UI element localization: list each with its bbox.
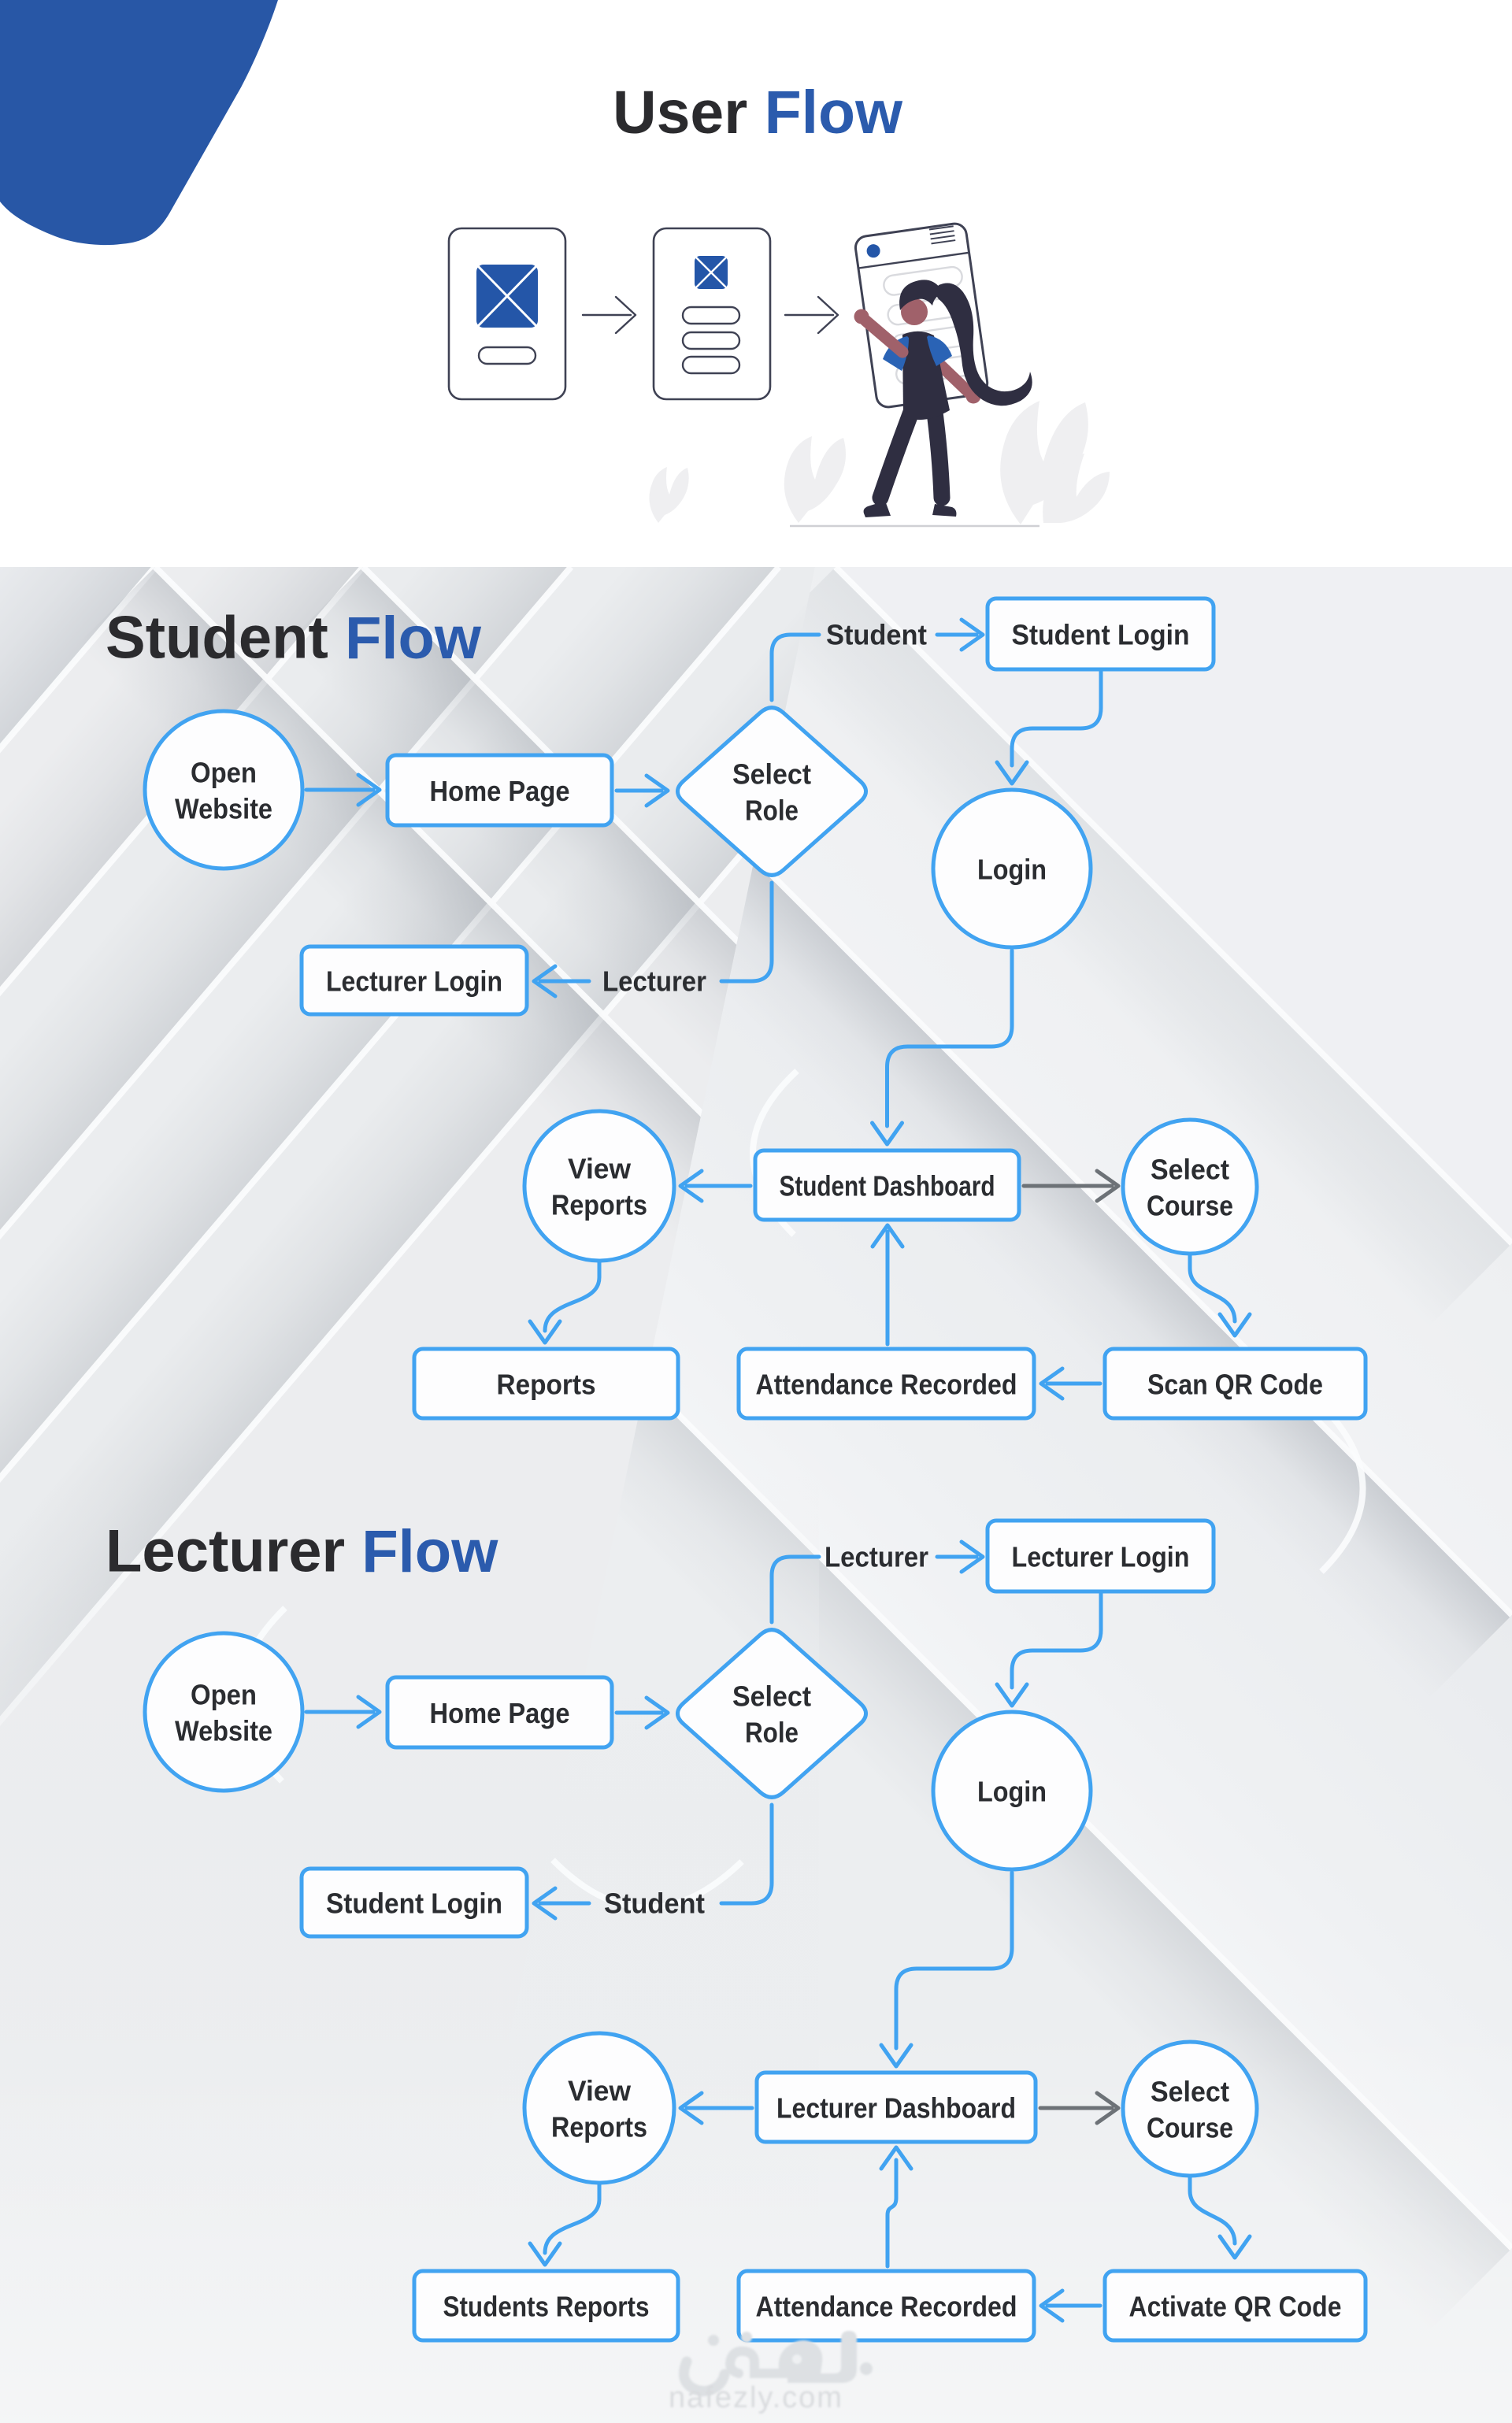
- svg-text:Select: Select: [1151, 1154, 1229, 1186]
- svg-text:Attendance Recorded: Attendance Recorded: [756, 1369, 1017, 1401]
- svg-text:Role: Role: [745, 795, 799, 827]
- svg-text:Login: Login: [977, 1776, 1047, 1808]
- svg-text:Student Login: Student Login: [326, 1888, 502, 1920]
- svg-text:Lecturer: Lecturer: [825, 1541, 928, 1573]
- svg-text:Lecturer Login: Lecturer Login: [1012, 1541, 1190, 1573]
- svg-text:Website: Website: [175, 1715, 272, 1747]
- svg-text:Select: Select: [732, 1680, 811, 1713]
- svg-text:Lecturer Flow: Lecturer Flow: [106, 1518, 498, 1585]
- svg-text:Lecturer: Lecturer: [602, 965, 706, 998]
- svg-text:Reports: Reports: [497, 1369, 596, 1401]
- svg-text:Course: Course: [1147, 2112, 1233, 2144]
- svg-text:Student Login: Student Login: [1012, 619, 1190, 651]
- svg-text:Attendance Recorded: Attendance Recorded: [756, 2291, 1017, 2323]
- svg-text:Lecturer Login: Lecturer Login: [326, 965, 502, 998]
- svg-text:Activate QR Code: Activate QR Code: [1129, 2291, 1342, 2323]
- svg-text:nafezly.com: nafezly.com: [669, 2381, 843, 2414]
- svg-text:View: View: [568, 1153, 632, 1185]
- svg-text:Open: Open: [191, 1679, 257, 1711]
- svg-text:Student Dashboard: Student Dashboard: [780, 1170, 995, 1202]
- svg-text:Student Flow: Student Flow: [106, 605, 482, 672]
- svg-text:Student: Student: [826, 619, 927, 651]
- svg-text:Role: Role: [745, 1717, 799, 1749]
- svg-text:Select: Select: [1151, 2076, 1229, 2108]
- svg-text:Home Page: Home Page: [430, 1697, 570, 1729]
- svg-text:Website: Website: [175, 793, 272, 825]
- svg-text:Scan QR Code: Scan QR Code: [1147, 1369, 1323, 1401]
- svg-text:Select: Select: [732, 758, 811, 791]
- svg-text:Reports: Reports: [551, 1189, 647, 1221]
- svg-text:View: View: [568, 2075, 632, 2107]
- svg-text:Login: Login: [977, 854, 1047, 886]
- svg-text:Home Page: Home Page: [430, 775, 570, 807]
- svg-text:Lecturer Dashboard: Lecturer Dashboard: [776, 2092, 1016, 2125]
- svg-text:User Flow: User Flow: [613, 79, 903, 146]
- svg-text:Reports: Reports: [551, 2111, 647, 2143]
- svg-text:Course: Course: [1147, 1190, 1233, 1222]
- svg-text:Open: Open: [191, 757, 257, 789]
- svg-text:Students Reports: Students Reports: [443, 2291, 650, 2323]
- svg-text:Student: Student: [604, 1888, 705, 1920]
